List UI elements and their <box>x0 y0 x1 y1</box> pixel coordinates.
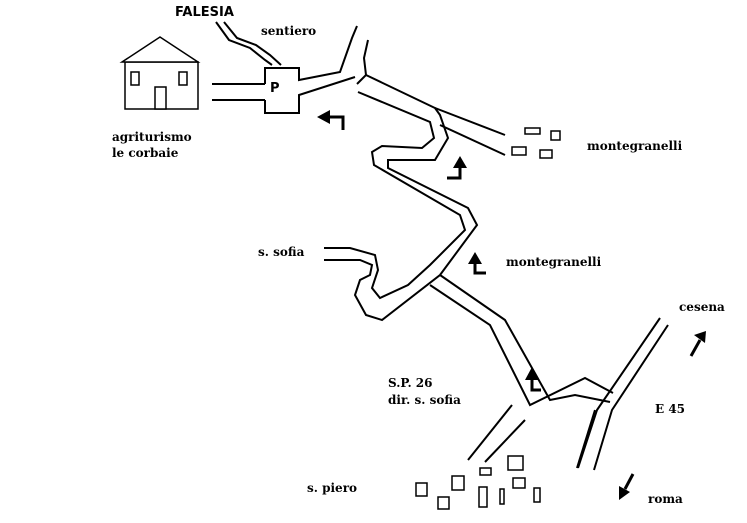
road-main-upper <box>324 74 479 322</box>
s-sofia-label: s. sofia <box>258 245 305 259</box>
parking-area <box>264 25 369 114</box>
s-piero-buildings <box>415 455 541 510</box>
cesena-label: cesena <box>679 300 725 314</box>
road-to-montegranelli <box>434 107 506 156</box>
roma-label: roma <box>648 492 683 506</box>
arrow-to-roma <box>619 473 635 500</box>
road-to-agriturismo <box>212 83 265 101</box>
sentiero-label: sentiero <box>261 24 316 38</box>
sp26-label-line1: S.P. 26 <box>388 376 433 390</box>
agriturismo-label-line2: le corbaie <box>112 146 179 160</box>
turn-up-arrow-3 <box>525 367 541 392</box>
turn-up-arrow-1 <box>447 156 467 180</box>
road-sp26 <box>429 274 614 469</box>
turn-left-arrow <box>317 110 345 130</box>
turn-up-arrow-2 <box>468 252 486 275</box>
montegranelli-buildings <box>511 127 561 159</box>
parking-label: P <box>270 81 280 96</box>
s-piero-label: s. piero <box>307 481 357 495</box>
road-e45 <box>577 317 669 471</box>
e45-label: E 45 <box>655 402 685 416</box>
sp26-label-line2: dir. s. sofia <box>388 393 461 407</box>
falesia-label: FALESIA <box>175 5 234 20</box>
montegranelli-label-mid: montegranelli <box>506 255 602 269</box>
sentiero-path <box>215 21 282 66</box>
montegranelli-label-top: montegranelli <box>587 139 683 153</box>
arrow-to-cesena <box>689 331 706 357</box>
agriturismo-house <box>119 36 201 110</box>
agriturismo-label-line1: agriturismo <box>112 130 192 144</box>
